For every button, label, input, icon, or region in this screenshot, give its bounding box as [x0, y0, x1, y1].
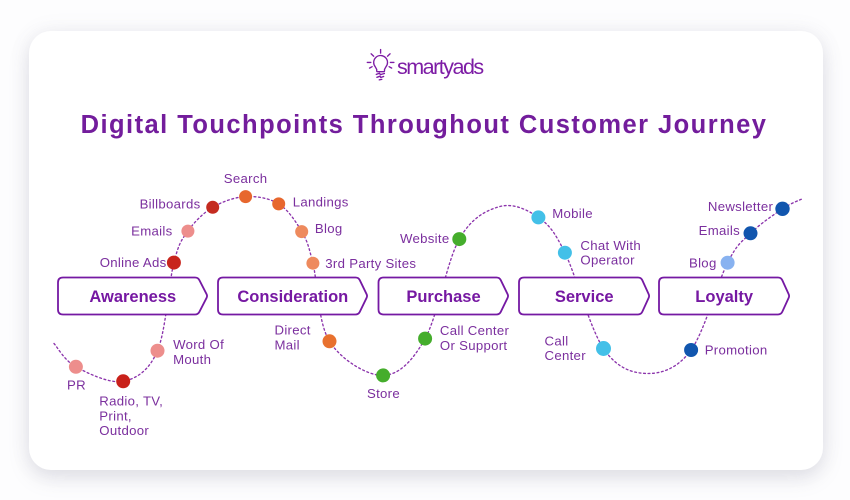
svg-text:Blog: Blog	[689, 255, 717, 270]
svg-text:Landings: Landings	[293, 194, 349, 209]
svg-text:Online Ads: Online Ads	[100, 255, 167, 270]
svg-text:Billboards: Billboards	[140, 197, 201, 212]
svg-text:Mobile: Mobile	[552, 206, 593, 221]
svg-text:Purchase: Purchase	[406, 288, 480, 306]
svg-text:Loyalty: Loyalty	[695, 288, 754, 306]
svg-text:Awareness: Awareness	[89, 288, 176, 306]
svg-text:Emails: Emails	[131, 223, 172, 238]
svg-text:PR: PR	[67, 378, 86, 393]
svg-text:Radio, TV,Print,Outdoor: Radio, TV,Print,Outdoor	[99, 394, 163, 438]
svg-text:Service: Service	[555, 288, 614, 306]
svg-text:Search: Search	[224, 171, 268, 186]
svg-text:Promotion: Promotion	[705, 342, 768, 357]
svg-text:Store: Store	[367, 386, 400, 401]
svg-text:Newsletter: Newsletter	[708, 199, 774, 214]
svg-text:3rd Party Sites: 3rd Party Sites	[325, 256, 416, 271]
svg-text:Blog: Blog	[315, 221, 343, 236]
svg-text:Emails: Emails	[699, 223, 740, 238]
svg-text:Consideration: Consideration	[237, 288, 348, 306]
svg-text:Website: Website	[400, 231, 450, 246]
